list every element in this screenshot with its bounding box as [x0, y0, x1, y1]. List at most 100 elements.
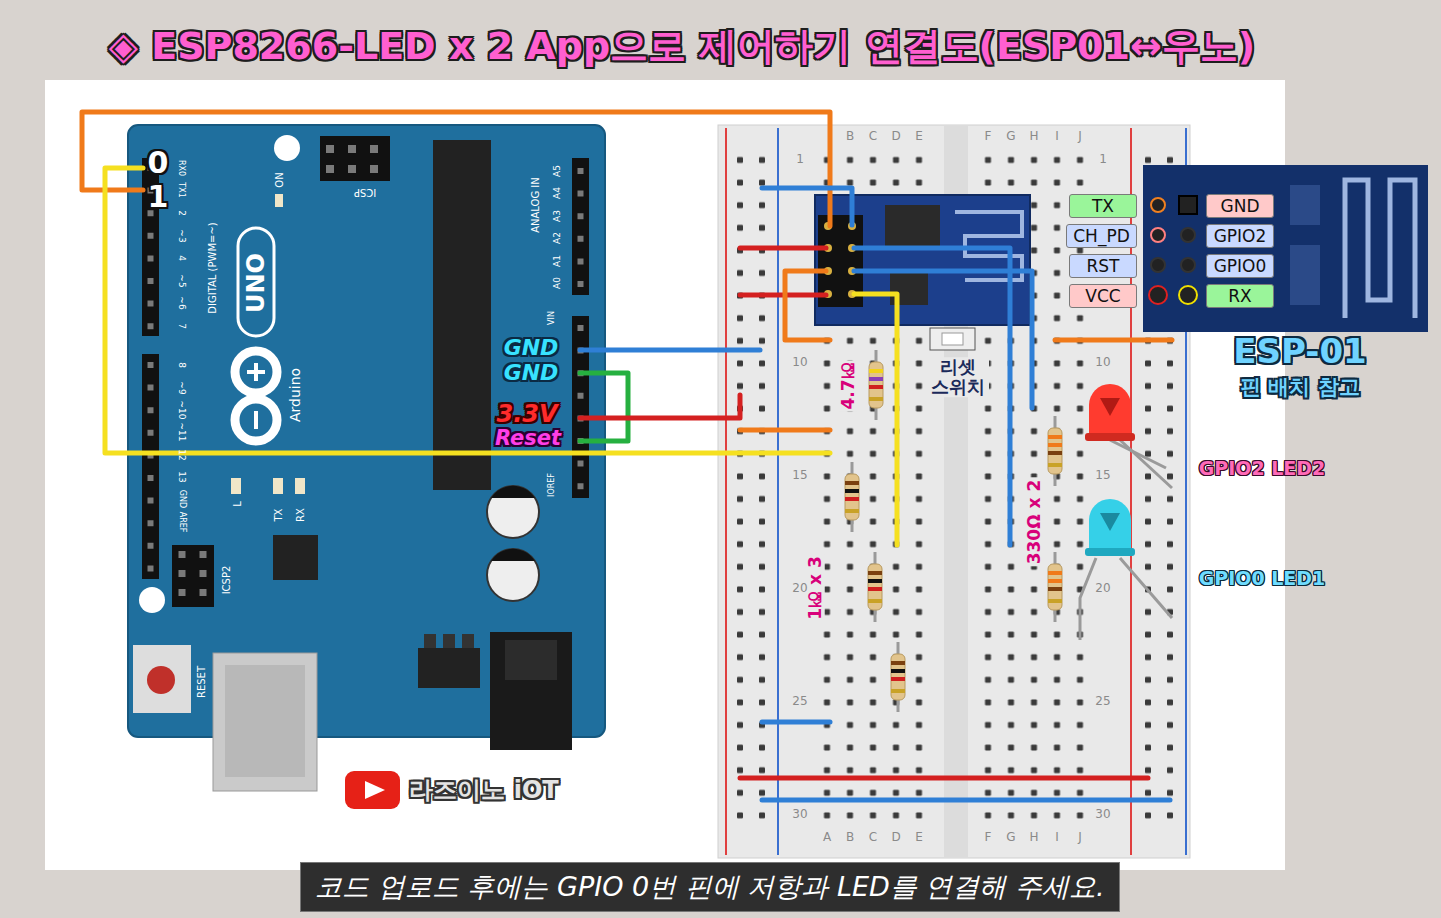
- breadboard-mark: J: [1078, 130, 1082, 143]
- board-print: A2: [553, 232, 563, 244]
- pin-box: GPIO0: [1206, 254, 1274, 278]
- breadboard-mark: C: [869, 130, 877, 143]
- board-print: VIN: [548, 311, 557, 325]
- led-label: GPIO0 LED1: [1199, 568, 1326, 589]
- board-print: A1: [553, 255, 563, 267]
- board-print: 7: [176, 323, 186, 329]
- module-name: ESP-01: [1233, 333, 1366, 370]
- board-print: A0: [553, 277, 563, 289]
- note-label: 핀 배치 참고: [1240, 376, 1360, 399]
- board-print: 4: [176, 255, 186, 261]
- breadboard-mark: G: [1006, 831, 1015, 844]
- led-label: GPIO2 LED2: [1199, 458, 1326, 479]
- breadboard-mark: F: [985, 831, 992, 844]
- breadboard-mark: 15: [792, 470, 807, 483]
- board-print: 13: [176, 471, 186, 482]
- caption-bar: 코드 업로드 후에는 GPIO 0번 핀에 저항과 LED를 연결해 주세요.: [300, 862, 1119, 912]
- board-print: UNO: [243, 253, 269, 313]
- pin-name: Reset: [495, 427, 561, 450]
- breadboard-mark: 1: [1099, 153, 1107, 166]
- breadboard-mark: 15: [1095, 470, 1110, 483]
- board-print: AREF: [178, 512, 187, 533]
- board-print: TX: [273, 509, 284, 522]
- pin-box: CH_PD: [1066, 224, 1137, 248]
- board-print: ~10: [176, 401, 186, 420]
- pin-label: CH_PD: [1073, 226, 1130, 246]
- breadboard-mark: D: [891, 130, 900, 143]
- pin-box: RST: [1069, 254, 1137, 278]
- breadboard-mark: 20: [1095, 583, 1110, 596]
- board-print: Arduino: [288, 368, 303, 422]
- board-print: ~3: [176, 229, 186, 242]
- board-print: ~5: [176, 274, 186, 287]
- board-print: A5: [553, 165, 563, 177]
- pin-name: 3.3V: [496, 401, 557, 427]
- board-print: ~9: [176, 381, 186, 394]
- watermark: 라즈이노 iOT: [409, 777, 558, 803]
- switch-label: 리셋 스위치: [927, 357, 989, 397]
- breadboard-mark: 30: [1095, 809, 1110, 822]
- diagram-title: ◈ ESP8266-LED x 2 App으로 제어하기 연결도(ESP01↔우…: [109, 21, 1255, 72]
- breadboard-mark: 25: [792, 696, 807, 709]
- pin-box: GND: [1206, 194, 1274, 218]
- breadboard-mark: B: [846, 130, 854, 143]
- breadboard-mark: 20: [792, 583, 807, 596]
- board-print: 8: [176, 362, 186, 368]
- board-print: L: [232, 501, 243, 507]
- pin-label: RX: [1228, 286, 1251, 306]
- pin-name: GND: [504, 361, 559, 385]
- breadboard-mark: I: [1055, 130, 1059, 143]
- board-print: 2: [176, 210, 186, 216]
- board-print: 12: [176, 449, 186, 460]
- breadboard-mark: G: [1006, 130, 1015, 143]
- pin-label: VCC: [1085, 286, 1120, 306]
- board-print: A3: [553, 210, 563, 222]
- resistor-value: 1㏀ x 3: [806, 554, 825, 621]
- breadboard-mark: 30: [792, 809, 807, 822]
- breadboard-mark: A: [823, 831, 831, 844]
- board-print: RESET: [196, 666, 207, 698]
- breadboard-mark: H: [1029, 831, 1038, 844]
- breadboard-mark: E: [915, 130, 923, 143]
- pin-number: 1: [148, 180, 169, 213]
- board-print: TX1: [177, 182, 186, 197]
- pin-label: RST: [1087, 256, 1120, 276]
- breadboard-mark: 10: [792, 357, 807, 370]
- board-print: DIGITAL (PWM=~): [207, 222, 218, 313]
- board-print: RX: [295, 508, 306, 522]
- pin-label: GND: [1221, 196, 1260, 216]
- breadboard-mark: H: [1029, 130, 1038, 143]
- pin-label: TX: [1092, 196, 1114, 216]
- board-print: ICSP2: [221, 566, 232, 595]
- breadboard-mark: 10: [1095, 357, 1110, 370]
- breadboard-mark: J: [1078, 831, 1082, 844]
- breadboard-mark: C: [869, 831, 877, 844]
- pin-label: GPIO0: [1214, 256, 1267, 276]
- pin-label: GPIO2: [1214, 226, 1267, 246]
- board-print: ON: [274, 172, 285, 187]
- pin-box: VCC: [1069, 284, 1137, 308]
- resistor-value: 330Ω x 2: [1025, 478, 1044, 567]
- pin-number: 0: [148, 146, 169, 179]
- board-print: RX0: [177, 160, 186, 176]
- resistor-value: 4.7㏀: [839, 360, 858, 411]
- pin-box: GPIO2: [1206, 224, 1274, 248]
- pin-box: TX: [1069, 194, 1137, 218]
- breadboard-mark: I: [1055, 831, 1059, 844]
- breadboard-mark: 25: [1095, 696, 1110, 709]
- board-print: ~11: [176, 423, 186, 442]
- pin-box: RX: [1206, 284, 1274, 308]
- breadboard-mark: 1: [796, 153, 804, 166]
- pin-name: GND: [504, 336, 559, 360]
- breadboard-mark: F: [985, 130, 992, 143]
- board-print: IOREF: [548, 473, 557, 497]
- board-print: ANALOG IN: [530, 177, 541, 233]
- board-print: GND: [178, 490, 187, 508]
- board-print: ICSP: [354, 187, 376, 198]
- breadboard-mark: D: [891, 831, 900, 844]
- breadboard-mark: E: [915, 831, 923, 844]
- board-print: A4: [553, 187, 563, 199]
- breadboard-mark: B: [846, 831, 854, 844]
- board-print: ~6: [176, 296, 186, 309]
